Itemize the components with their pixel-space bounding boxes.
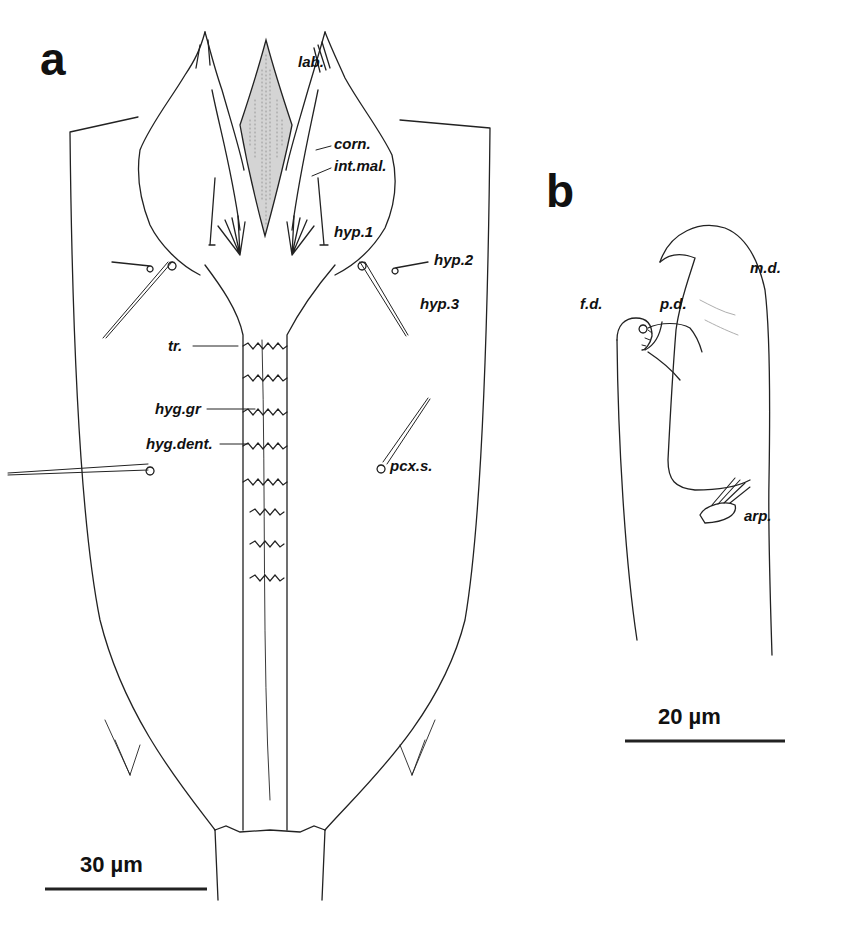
part-label: tr.	[168, 338, 182, 353]
part-label: hyg.dent.	[146, 436, 213, 451]
part-label: corn.	[334, 136, 371, 151]
part-label: arp.	[744, 508, 772, 523]
part-label: hyp.3	[420, 296, 459, 311]
part-label: lab.	[298, 54, 324, 69]
panel-letter: a	[40, 36, 66, 82]
part-label: hyp.2	[434, 252, 473, 267]
scale-label: 20 µm	[658, 706, 721, 728]
part-label: pcx.s.	[390, 458, 433, 473]
part-label: hyp.1	[334, 224, 373, 239]
panel-letter: b	[546, 168, 574, 214]
part-label: hyg.gr	[155, 401, 201, 416]
part-label: p.d.	[660, 296, 687, 311]
part-label: int.mal.	[334, 158, 387, 173]
part-label: m.d.	[750, 260, 781, 275]
part-label: f.d.	[580, 296, 603, 311]
scale-label: 30 µm	[80, 854, 143, 876]
